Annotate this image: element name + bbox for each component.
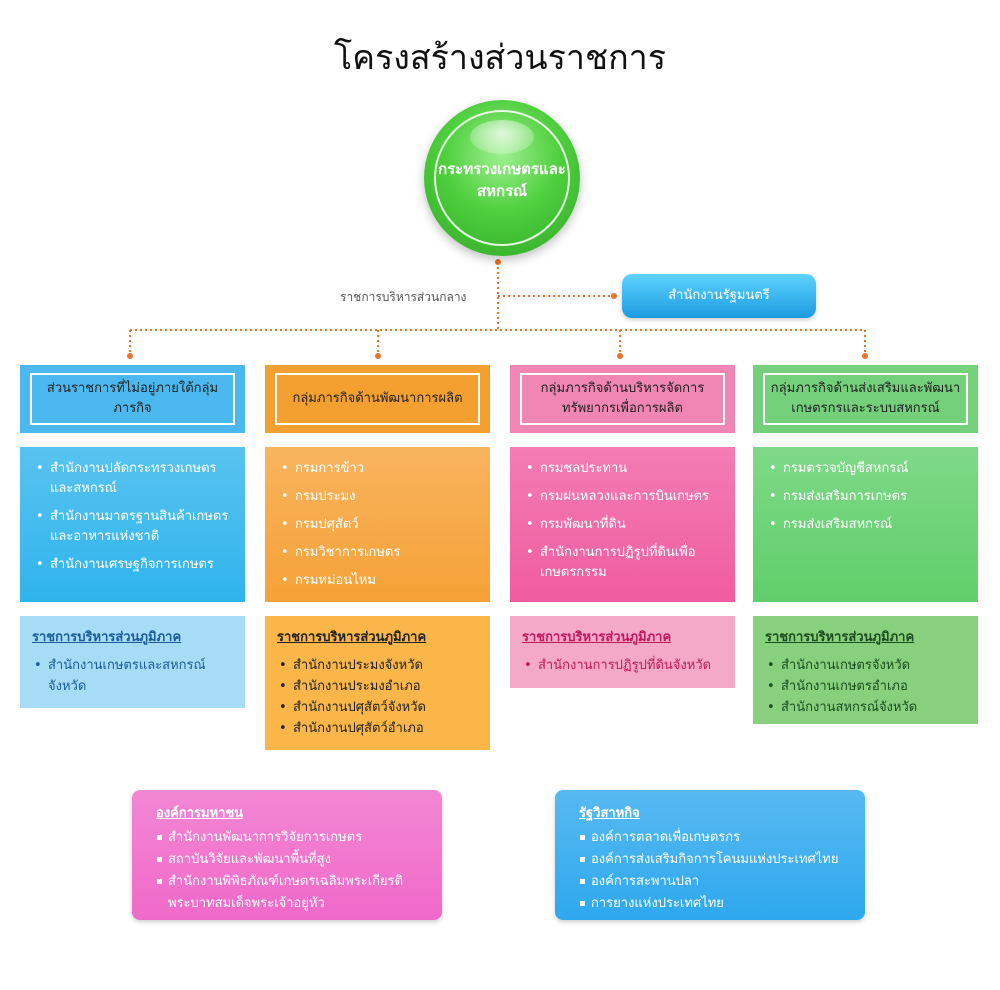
column-header-label: กลุ่มภารกิจด้านบริหารจัดการทรัพยากรเพื่อ…	[520, 373, 725, 425]
regional-admin-title: ราชการบริหารส่วนภูมิภาค	[277, 630, 427, 645]
column-body-0: สำนักงานปลัดกระทรวงเกษตรและสหกรณ์สำนักงา…	[20, 447, 245, 602]
organization-item[interactable]: สำนักงานพิพิธภัณฑ์เกษตรเฉลิมพระเกียรติพร…	[156, 871, 418, 915]
column-header-0[interactable]: ส่วนราชการที่ไม่อยู่ภายใต้กลุ่มภารกิจ	[20, 365, 245, 433]
column-header-2[interactable]: กลุ่มภารกิจด้านบริหารจัดการทรัพยากรเพื่อ…	[510, 365, 735, 433]
regional-admin-title: ราชการบริหารส่วนภูมิภาค	[765, 630, 915, 645]
public-organizations-box: องค์การมหาชน สำนักงานพัฒนาการวิจัยการเกษ…	[132, 790, 442, 920]
column-header-label: กลุ่มภารกิจด้านส่งเสริมและพัฒนาเกษตรกรแล…	[763, 373, 968, 425]
organization-item[interactable]: การยางแห่งประเทศไทย	[579, 893, 841, 915]
department-item[interactable]: กรมส่งเสริมการเกษตร	[769, 487, 966, 507]
state-enterprises-list: องค์การตลาดเพื่อเกษตรกรองค์การส่งเสริมกิ…	[579, 827, 841, 915]
department-item[interactable]: สำนักงานมาตรฐานสินค้าเกษตรและอาหารแห่งชา…	[36, 507, 233, 547]
regional-office-item[interactable]: สำนักงานปศุสัตว์อำเภอ	[277, 718, 478, 739]
column-header-label: ส่วนราชการที่ไม่อยู่ภายใต้กลุ่มภารกิจ	[30, 373, 235, 425]
column-header-1[interactable]: กลุ่มภารกิจด้านพัฒนาการผลิต	[265, 365, 490, 433]
page-title: โครงสร้างส่วนราชการ	[333, 38, 667, 78]
ministry-node[interactable]: กระทรวงเกษตรและสหกรณ์	[424, 100, 580, 256]
column-body-3: กรมตรวจบัญชีสหกรณ์กรมส่งเสริมการเกษตรกรม…	[753, 447, 978, 602]
pm-office-node[interactable]: สำนักงานรัฐมนตรี	[622, 274, 816, 318]
organization-item[interactable]: สถาบันวิจัยและพัฒนาพื้นที่สูง	[156, 849, 418, 871]
regional-office-item[interactable]: สำนักงานเกษตรจังหวัด	[765, 655, 966, 676]
regional-office-item[interactable]: สำนักงานเกษตรอำเภอ	[765, 676, 966, 697]
central-admin-label: ราชการบริหารส่วนกลาง	[340, 290, 467, 304]
public-organizations-title: องค์การมหาชน	[156, 806, 244, 821]
regional-office-item[interactable]: สำนักงานประมงอำเภอ	[277, 676, 478, 697]
column-body-2: กรมชลประทานกรมฝนหลวงและการบินเกษตรกรมพัฒ…	[510, 447, 735, 602]
department-item[interactable]: กรมหม่อนไหม	[281, 571, 478, 591]
ministry-ring	[434, 110, 570, 246]
department-item[interactable]: สำนักงานเศรษฐกิจการเกษตร	[36, 555, 233, 575]
regional-admin-box-2: ราชการบริหารส่วนภูมิภาคสำนักงานการปฏิรูป…	[510, 616, 735, 688]
regional-admin-title: ราชการบริหารส่วนภูมิภาค	[32, 630, 182, 645]
department-item[interactable]: สำนักงานการปฏิรูปที่ดินเพื่อเกษตรกรรม	[526, 543, 723, 583]
column-drop-dot-1	[375, 353, 381, 359]
column-drop-dot-2	[617, 353, 623, 359]
department-item[interactable]: กรมฝนหลวงและการบินเกษตร	[526, 487, 723, 507]
organization-item[interactable]: องค์การตลาดเพื่อเกษตรกร	[579, 827, 841, 849]
ministry-label: กระทรวงเกษตรและสหกรณ์	[438, 160, 566, 200]
organization-item[interactable]: องค์การสะพานปลา	[579, 871, 841, 893]
department-item[interactable]: กรมส่งเสริมสหกรณ์	[769, 515, 966, 535]
state-enterprises-title: รัฐวิสาหกิจ	[579, 806, 640, 821]
regional-office-item[interactable]: สำนักงานประมงจังหวัด	[277, 655, 478, 676]
pm-office-dot	[611, 293, 617, 299]
department-item[interactable]: กรมชลประทาน	[526, 459, 723, 479]
column-body-1: กรมการข้าวกรมประมงกรมปศุสัตว์กรมวิชาการเ…	[265, 447, 490, 602]
ministry-gloss	[470, 120, 534, 154]
department-item[interactable]: กรมวิชาการเกษตร	[281, 543, 478, 563]
column-header-3[interactable]: กลุ่มภารกิจด้านส่งเสริมและพัฒนาเกษตรกรแล…	[753, 365, 978, 433]
regional-office-item[interactable]: สำนักงานการปฏิรูปที่ดินจังหวัด	[522, 655, 723, 676]
regional-admin-box-0: ราชการบริหารส่วนภูมิภาคสำนักงานเกษตรและส…	[20, 616, 245, 708]
department-item[interactable]: กรมประมง	[281, 487, 478, 507]
department-item[interactable]: สำนักงานปลัดกระทรวงเกษตรและสหกรณ์	[36, 459, 233, 499]
regional-admin-title: ราชการบริหารส่วนภูมิภาค	[522, 630, 672, 645]
column-header-label: กลุ่มภารกิจด้านพัฒนาการผลิต	[275, 373, 480, 425]
organization-item[interactable]: สำนักงานพัฒนาการวิจัยการเกษตร	[156, 827, 418, 849]
department-item[interactable]: กรมการข้าว	[281, 459, 478, 479]
column-drop-dot-3	[862, 353, 868, 359]
organization-item[interactable]: องค์การส่งเสริมกิจการโคนมแห่งประเทศไทย	[579, 849, 841, 871]
ministry-dot	[495, 259, 501, 265]
regional-office-item[interactable]: สำนักงานปศุสัตว์จังหวัด	[277, 697, 478, 718]
regional-admin-box-3: ราชการบริหารส่วนภูมิภาคสำนักงานเกษตรจังห…	[753, 616, 978, 724]
regional-office-item[interactable]: สำนักงานเกษตรและสหกรณ์จังหวัด	[32, 655, 233, 697]
public-organizations-list: สำนักงานพัฒนาการวิจัยการเกษตรสถาบันวิจัย…	[156, 827, 418, 915]
regional-admin-box-1: ราชการบริหารส่วนภูมิภาคสำนักงานประมงจังห…	[265, 616, 490, 750]
department-item[interactable]: กรมพัฒนาที่ดิน	[526, 515, 723, 535]
column-drop-dot-0	[127, 353, 133, 359]
state-enterprises-box: รัฐวิสาหกิจ องค์การตลาดเพื่อเกษตรกรองค์ก…	[555, 790, 865, 920]
department-item[interactable]: กรมปศุสัตว์	[281, 515, 478, 535]
department-item[interactable]: กรมตรวจบัญชีสหกรณ์	[769, 459, 966, 479]
regional-office-item[interactable]: สำนักงานสหกรณ์จังหวัด	[765, 697, 966, 718]
